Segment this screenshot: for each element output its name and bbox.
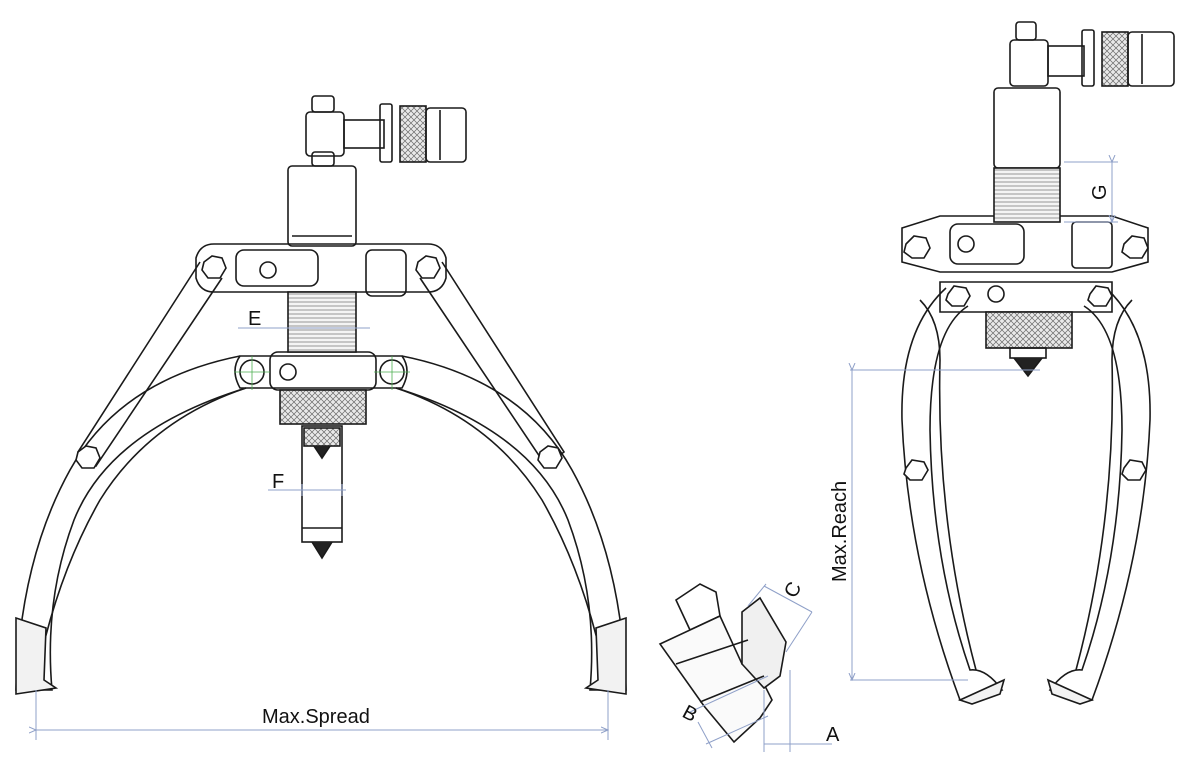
side-threaded-spindle (993, 167, 1061, 223)
max-reach-label: Max.Reach (829, 480, 851, 582)
threaded-spindle (287, 291, 357, 353)
left-link (76, 261, 223, 468)
side-coupler-knurl (1101, 31, 1129, 87)
right-jaw-tip (583, 616, 627, 695)
center-marks (234, 356, 410, 390)
plunger-collar (303, 427, 341, 447)
dimension-lines (36, 162, 1118, 752)
coupler-flange (379, 103, 393, 163)
knurled-nut (279, 389, 367, 425)
dimension-e-label: E (248, 308, 262, 330)
cylinder-body (287, 165, 357, 247)
coupler-stem (343, 119, 385, 149)
right-arm-outer (395, 355, 627, 691)
jaw-tip-detail (658, 583, 787, 744)
side-view (901, 21, 1175, 705)
fitting-nut-bottom (311, 151, 335, 167)
lower-cross-bar (234, 355, 408, 389)
side-knurled-nut (985, 311, 1073, 349)
elbow-fitting (305, 111, 345, 157)
right-link (419, 261, 566, 468)
front-view (15, 95, 627, 695)
fitting-nut-top (311, 95, 335, 113)
dimension-a-label: A (826, 724, 840, 746)
coupler-knurl (399, 105, 427, 163)
side-cylinder (993, 87, 1061, 169)
left-jaw-tip (15, 616, 59, 695)
upper-clevis-left (235, 249, 319, 287)
upper-cross-bar (195, 243, 447, 293)
left-arm-outer (15, 355, 247, 691)
upper-clevis-right (365, 249, 407, 297)
left-arm-inner (39, 387, 247, 661)
side-lower-bar (939, 281, 1113, 313)
side-right-arm (1048, 287, 1151, 701)
max-spread-label: Max.Spread (262, 706, 370, 728)
detail-jaw-body (658, 614, 773, 744)
plunger-point (311, 541, 333, 560)
dimension-g-label: G (1089, 184, 1111, 200)
right-arm-inner (395, 387, 603, 661)
coupler-sleeve (425, 107, 467, 163)
side-left-arm (901, 287, 1004, 701)
dimension-f-label: F (272, 471, 285, 493)
